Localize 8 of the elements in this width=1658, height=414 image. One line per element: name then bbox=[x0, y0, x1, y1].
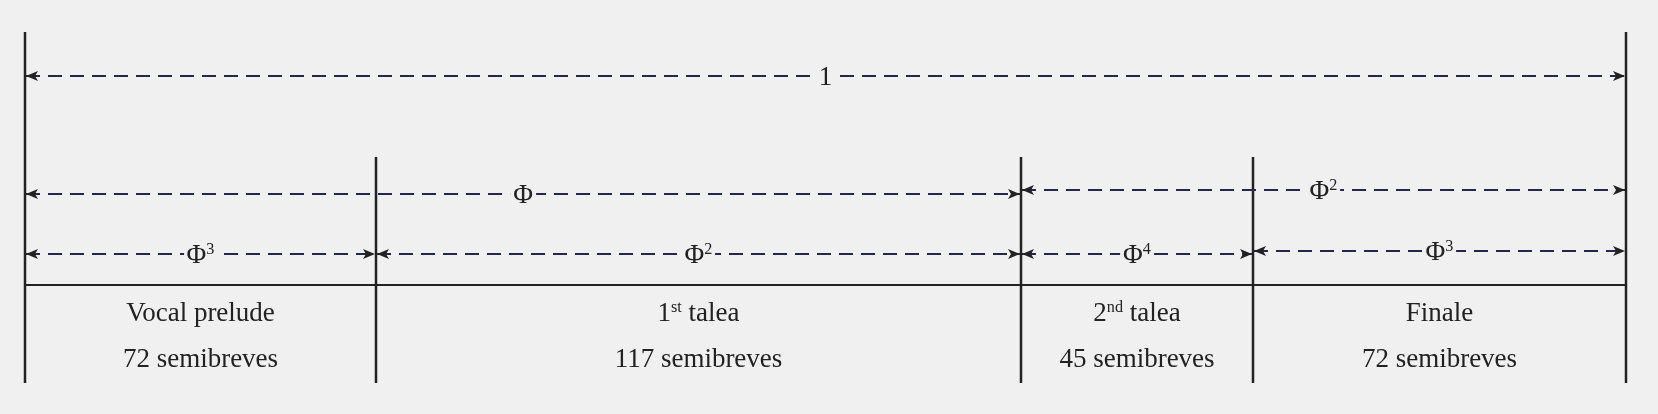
duration-text: 45 semibreves bbox=[1058, 345, 1216, 372]
duration-text: 72 semibreves bbox=[1360, 345, 1519, 372]
section-name: Vocal prelude bbox=[125, 299, 276, 326]
section-name: 1$^{st}$ talea bbox=[656, 299, 741, 326]
duration-text: 72 semibreves bbox=[121, 345, 280, 372]
duration-text: 117 semibreves bbox=[613, 345, 784, 372]
section-name: 2$^{nd}$ talea bbox=[1092, 299, 1182, 326]
section-name: Finale bbox=[1404, 299, 1475, 326]
